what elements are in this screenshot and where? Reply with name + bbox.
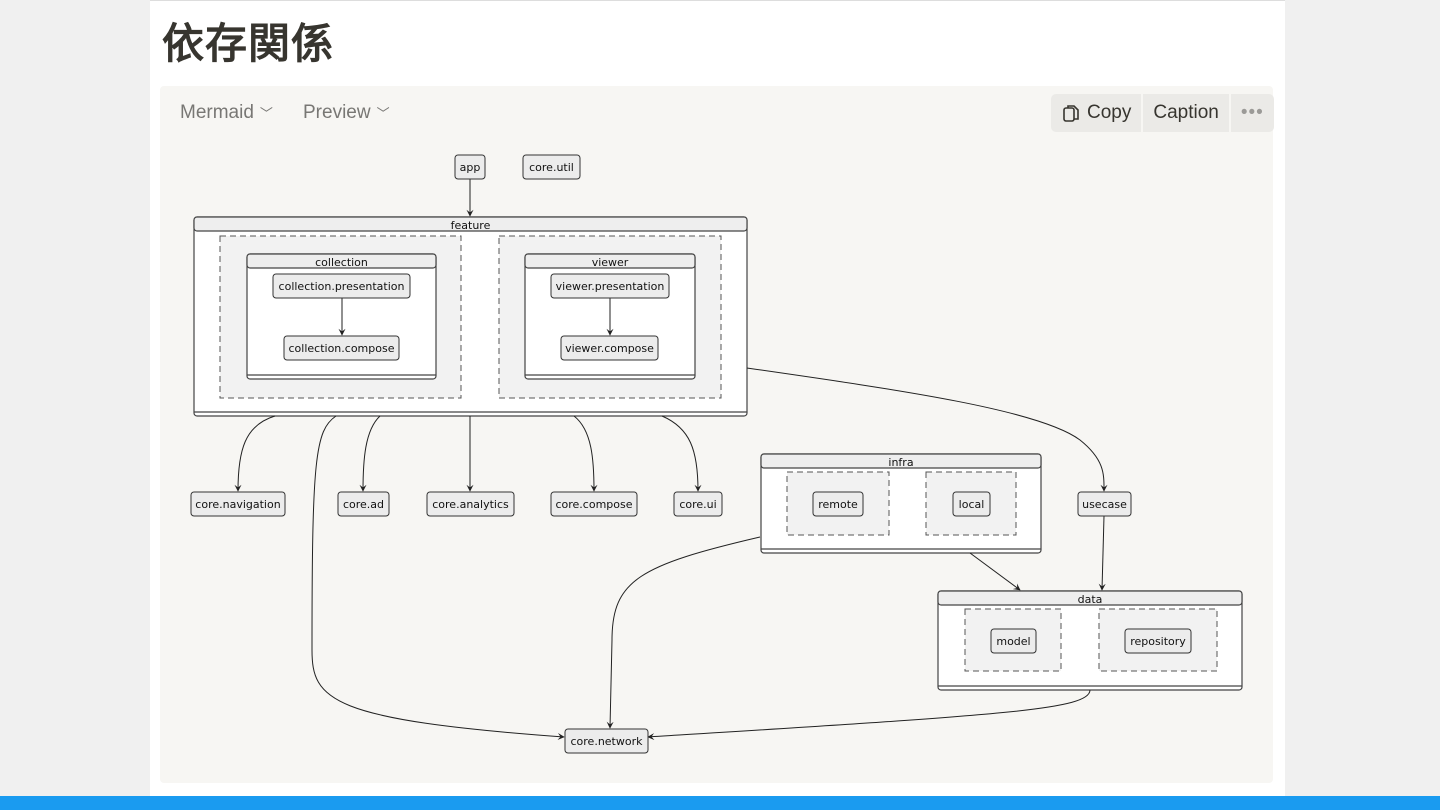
node-remote[interactable]: remote [812,491,864,517]
copy-label: Copy [1087,102,1132,123]
node-label: core.navigation [195,498,280,511]
node-label: app [460,161,481,174]
bottom-accent-bar [0,796,1440,810]
block-toolbar: Copy Caption ••• [1051,94,1274,132]
language-label: Mermaid [180,102,254,123]
view-mode-dropdown[interactable]: Preview ﹀ [303,102,390,124]
node-app[interactable]: app [454,154,486,180]
node-core-util[interactable]: core.util [522,154,581,180]
more-options-button[interactable]: ••• [1230,94,1274,132]
dependency-edge [969,552,1021,591]
node-label: core.network [571,735,644,748]
cluster-label: data [1078,593,1103,606]
language-dropdown[interactable]: Mermaid ﹀ [180,102,273,124]
dependency-edge [234,415,276,492]
node-label: core.analytics [432,498,509,511]
node-repository[interactable]: repository [1124,628,1192,654]
dependency-edge [311,415,565,741]
node-label: remote [818,498,858,511]
node-label: model [996,635,1030,648]
node-core-navigation[interactable]: core.navigation [190,491,286,517]
node-collection-compose[interactable]: collection.compose [283,335,400,361]
node-label: viewer.presentation [556,280,665,293]
chevron-down-icon: ﹀ [376,106,390,121]
node-viewer-compose[interactable]: viewer.compose [560,335,659,361]
page-title: 依存関係 [162,19,335,68]
node-label: collection.compose [289,342,395,355]
node-core-ad[interactable]: core.ad [337,491,390,517]
copy-button[interactable]: Copy [1051,94,1142,132]
node-label: local [959,498,985,511]
chevron-down-icon: ﹀ [259,106,273,121]
copy-icon [1063,105,1079,122]
more-icon: ••• [1240,102,1264,123]
node-core-analytics[interactable]: core.analytics [426,491,515,517]
dependency-edge [647,689,1091,741]
node-core-network[interactable]: core.network [564,728,649,754]
node-model[interactable]: model [990,628,1037,654]
cluster-label: feature [451,219,491,232]
node-label: usecase [1082,498,1127,511]
cluster-label: viewer [592,256,629,269]
caption-button[interactable]: Caption [1143,94,1229,132]
node-core-compose[interactable]: core.compose [550,491,638,517]
dependency-edge [359,415,381,492]
dependency-edge [606,536,761,729]
node-label: repository [1130,635,1186,648]
node-label: viewer.compose [565,342,654,355]
node-core-ui[interactable]: core.ui [673,491,723,517]
view-mode-label: Preview [303,102,371,123]
dependency-edge [661,415,702,492]
node-label: core.ui [679,498,716,511]
dependency-edge [1098,515,1106,591]
node-usecase[interactable]: usecase [1077,491,1132,517]
node-collection-presentation[interactable]: collection.presentation [272,273,411,299]
cluster-label: collection [315,256,368,269]
cluster-label: infra [888,456,913,469]
node-viewer-presentation[interactable]: viewer.presentation [550,273,670,299]
node-label: core.compose [555,498,632,511]
node-label: core.ad [343,498,384,511]
dependency-edge [746,367,1108,492]
node-label: collection.presentation [279,280,405,293]
node-label: core.util [529,161,574,174]
node-local[interactable]: local [952,491,991,517]
caption-label: Caption [1153,102,1219,123]
dependency-edge [573,415,598,492]
